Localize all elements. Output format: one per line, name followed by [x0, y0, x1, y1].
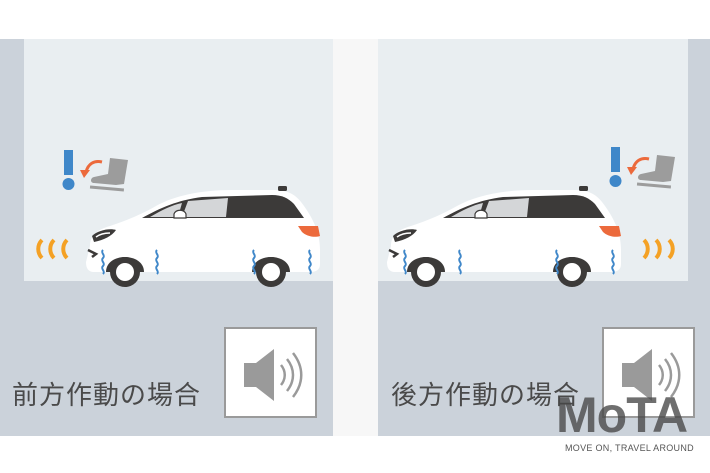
- rear-panel: 後方作動の場合: [355, 0, 710, 473]
- rear-caption: 後方作動の場合: [391, 381, 581, 411]
- front-caption: 前方作動の場合: [12, 381, 202, 411]
- panel-divider: [333, 39, 378, 436]
- car-icon: [84, 184, 322, 289]
- mota-tagline: MOVE ON, TRAVEL AROUND: [565, 443, 694, 453]
- warning-brake-icon: [61, 148, 130, 193]
- rear-scene: [385, 145, 677, 289]
- front-scene: [36, 148, 322, 289]
- warning-brake-icon: [608, 145, 677, 190]
- front-sensor-waves-icon: [36, 238, 69, 260]
- car-icon: [385, 184, 623, 289]
- rear-speaker-box: [602, 327, 695, 418]
- rear-sensor-waves-icon: [642, 238, 675, 260]
- front-panel: 前方作動の場合: [0, 0, 333, 473]
- front-speaker-box: [224, 327, 317, 418]
- speaker-icon: [242, 347, 303, 403]
- mota-logo: MoTA: [556, 387, 688, 443]
